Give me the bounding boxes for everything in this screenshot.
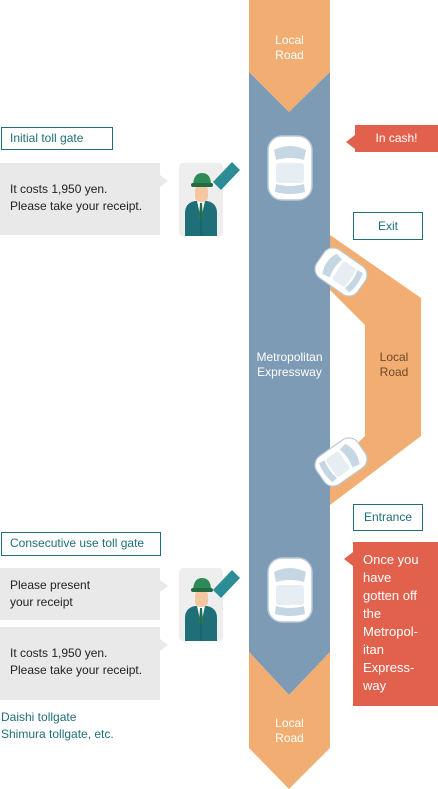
gotten-off-callout: Once you have gotten off the Metropol- i…: [344, 542, 438, 706]
bottom-road-label: Local Road: [275, 716, 304, 745]
attendant-icon-consecutive: [178, 567, 224, 642]
wave-arrow-icon-initial: [213, 162, 240, 190]
top-road-label: Local Road: [275, 33, 304, 62]
wave-arrow-icon-consecutive: [213, 570, 240, 598]
attendant-icon-initial: [178, 162, 224, 237]
expressway: [249, 72, 330, 695]
in-cash-callout: In cash!: [346, 125, 438, 152]
initial-toll-gate-tag: Initial toll gate: [1, 127, 113, 150]
car-icon-consecutive-gate: [267, 557, 313, 623]
top-local-road: [249, 0, 330, 112]
expressway-label: Metropolitan Expressway: [256, 350, 323, 379]
tollgate-examples: Daishi tollgate Shimura tollgate, etc.: [1, 710, 114, 741]
consecutive-toll-gate-tag: Consecutive use toll gate: [1, 532, 161, 556]
exit-label: Exit: [353, 212, 423, 240]
consecutive-toll-bubble: It costs 1,950 yen. Please take your rec…: [0, 627, 168, 700]
initial-toll-bubble: It costs 1,950 yen. Please take your rec…: [0, 163, 168, 235]
side-road-label: Local Road: [379, 350, 409, 379]
side-local-road: [330, 235, 421, 505]
present-receipt-bubble: Please present your receipt: [0, 568, 168, 620]
bottom-local-road: [249, 652, 330, 789]
car-icon-initial-gate: [267, 135, 313, 201]
entrance-label: Entrance: [353, 504, 423, 531]
